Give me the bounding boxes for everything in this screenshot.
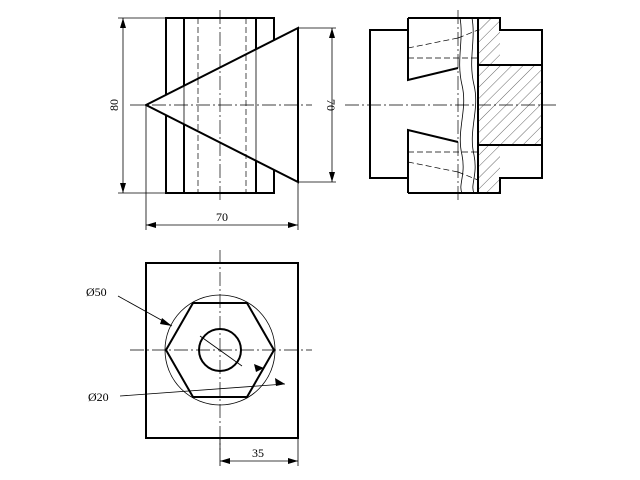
hidden-line-1 [407,37,459,49]
dimension-diameter-50: Ø50 [86,285,173,327]
side-bottom-outline [408,144,543,194]
dimension-35-label: 35 [252,446,264,460]
hidden-line-2 [407,161,459,173]
dimension-width-70: 70 [145,105,299,230]
dimension-diameter-20: Ø20 [88,335,286,404]
dimension-height-70: 70 [298,27,338,183]
break-line-left [459,17,465,194]
side-top-outline [408,17,543,66]
side-section-view [345,10,556,200]
side-left-outline [369,18,409,193]
break-line-right [471,17,477,194]
dimension-70-horizontal-label: 70 [216,210,228,224]
top-outer-square [145,262,299,439]
lower-notch [407,128,459,178]
section-hatching [478,18,542,193]
front-view: 80 70 70 [107,10,338,230]
dimension-70-vertical-label: 70 [324,99,338,111]
upper-notch [407,30,459,82]
dimension-height-80: 80 [107,17,166,194]
dimension-80-label: 80 [107,99,121,111]
top-view: Ø50 Ø20 35 [86,250,312,466]
diameter-50-label: Ø50 [86,285,107,299]
dimension-offset-35: 35 [219,438,299,466]
diameter-20-label: Ø20 [88,390,109,404]
